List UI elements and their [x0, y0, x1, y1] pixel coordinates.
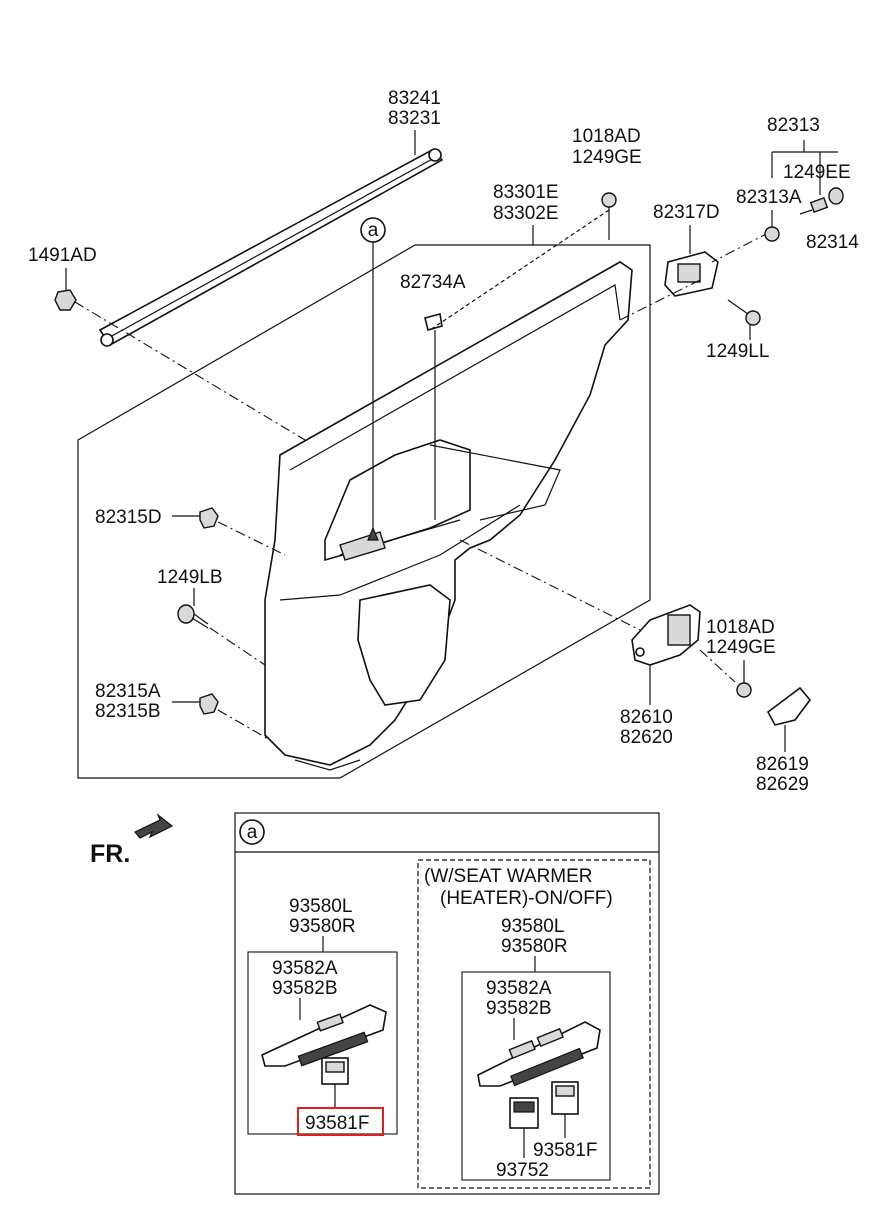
weatherstrip-belt-part	[98, 148, 444, 347]
screw-top	[601, 192, 617, 240]
detail-box	[234, 812, 660, 1195]
left-label-93582a: 93582A	[272, 958, 338, 979]
door-trim-panel	[264, 261, 633, 771]
right-switch-panel	[477, 1021, 601, 1087]
label-82620: 82620	[620, 727, 673, 748]
clip-82315d	[172, 507, 219, 529]
washer-82314	[828, 187, 844, 205]
front-label: FR.	[90, 840, 130, 868]
label-1249ge-top: 1249GE	[572, 147, 642, 168]
right-caption-line1: (W/SEAT WARMER	[424, 866, 593, 887]
clip-82734a	[424, 313, 443, 331]
label-1018ad-top: 1018AD	[572, 126, 641, 147]
right-label-93580r: 93580R	[501, 936, 568, 957]
detail-marker-circle	[239, 819, 265, 845]
label-82313: 82313	[767, 115, 820, 136]
right-label-93582a: 93582A	[486, 978, 552, 999]
right-switch-93581f	[551, 1081, 579, 1115]
highlight-93581f	[297, 1107, 384, 1136]
right-dashed-box	[417, 859, 651, 1189]
clip-82315a	[172, 693, 219, 715]
inside-handle-82610	[631, 604, 701, 666]
left-label-93582b: 93582B	[272, 978, 338, 999]
right-caption-line2: (HEATER)-ON/OFF)	[440, 888, 613, 909]
label-82315a: 82315A	[95, 681, 161, 702]
cap-82619	[766, 686, 812, 726]
label-82619: 82619	[756, 754, 809, 775]
right-switch-93752	[509, 1097, 539, 1129]
nut-82313a	[764, 226, 780, 242]
label-1249ee: 1249EE	[783, 162, 851, 183]
detail-marker-letter: a	[247, 822, 258, 843]
label-82734a: 82734A	[400, 272, 466, 293]
label-82315d: 82315D	[95, 507, 162, 528]
label-1249ll: 1249LL	[706, 341, 769, 362]
label-82629: 82629	[756, 774, 809, 795]
label-82610: 82610	[620, 707, 673, 728]
left-label-93580r: 93580R	[289, 916, 356, 937]
left-switch-panel	[261, 1004, 387, 1067]
label-82317d: 82317D	[653, 202, 720, 223]
label-1249ge-right: 1249GE	[706, 637, 776, 658]
label-82313a: 82313A	[736, 187, 802, 208]
label-83302e: 83302E	[493, 203, 559, 224]
right-label-93580l: 93580L	[501, 916, 564, 937]
right-inner-box	[461, 971, 611, 1181]
label-83241: 83241	[388, 88, 441, 109]
left-label-93581f: 93581F	[305, 1113, 369, 1134]
clip-1491ad	[54, 289, 77, 311]
screw-right	[736, 660, 752, 698]
left-switch-93581f	[321, 1057, 349, 1085]
right-label-93581f: 93581F	[533, 1140, 597, 1161]
label-82315b: 82315B	[95, 701, 161, 722]
bracket-82317d	[664, 251, 719, 297]
screw-1249lb	[177, 604, 209, 629]
label-1018ad-right: 1018AD	[706, 617, 775, 638]
label-83301e: 83301E	[493, 182, 559, 203]
label-1491ad: 1491AD	[28, 245, 97, 266]
right-label-93582b: 93582B	[486, 998, 552, 1019]
front-arrow-icon	[134, 813, 174, 839]
screw-1249ee	[799, 197, 829, 215]
right-label-93752: 93752	[496, 1160, 549, 1181]
door-trim-outline	[77, 244, 651, 779]
left-label-93580l: 93580L	[289, 896, 352, 917]
callout-letter-a: a	[368, 220, 379, 241]
screw-1249ll	[727, 299, 761, 326]
label-1249lb: 1249LB	[157, 567, 223, 588]
label-83231: 83231	[388, 108, 441, 129]
label-82314: 82314	[806, 232, 859, 253]
switch-arrow	[367, 526, 379, 541]
